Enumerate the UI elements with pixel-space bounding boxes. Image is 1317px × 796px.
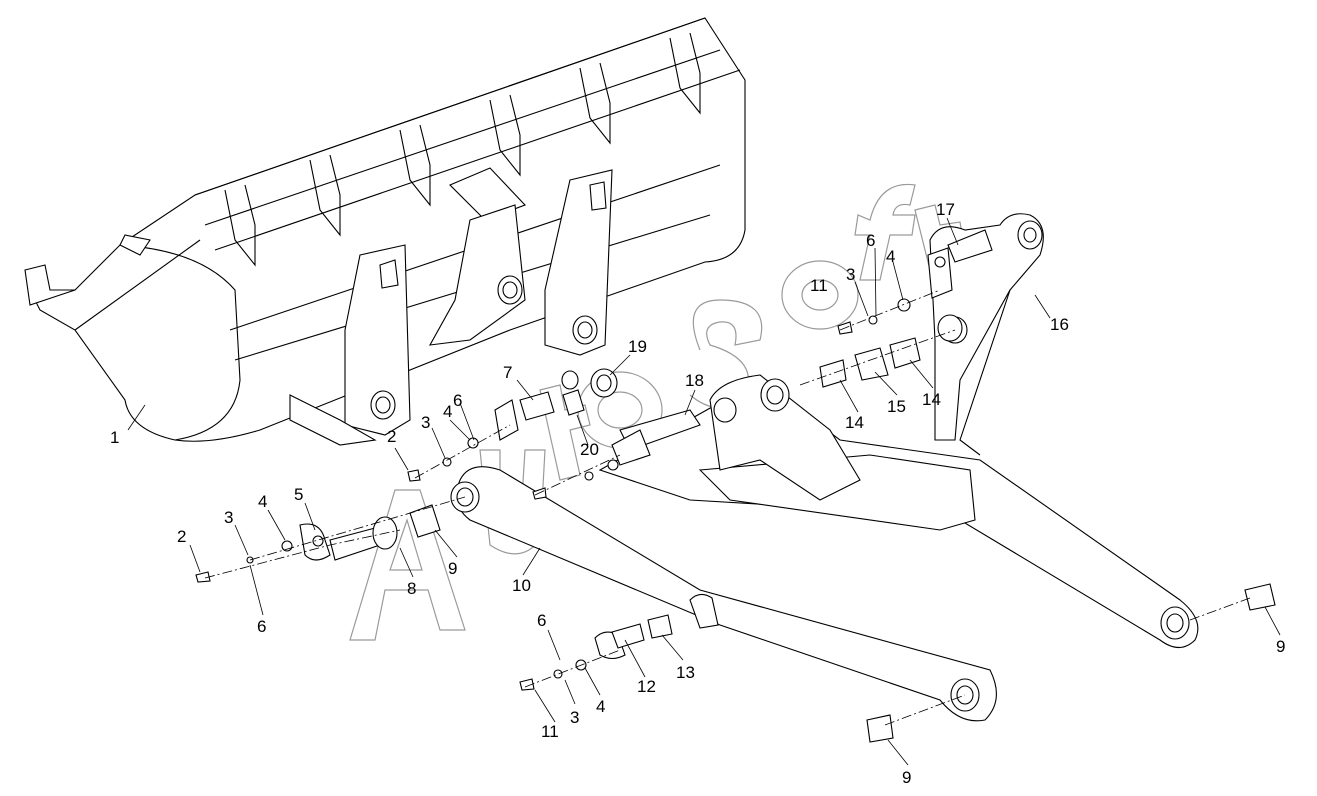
- callout-label: 6: [453, 391, 462, 410]
- callout-label: 5: [294, 485, 303, 504]
- callout-label: 12: [637, 677, 656, 696]
- callout-label: 19: [628, 337, 647, 356]
- callout-labels: 1 2 3 4 6 7 19 18 20 2 3 4 5 8 9 10 6 17…: [110, 200, 1285, 787]
- callout-label: 18: [685, 371, 704, 390]
- callout-label: 3: [570, 708, 579, 727]
- callout-label: 17: [936, 200, 955, 219]
- callout-label: 6: [537, 611, 546, 630]
- callout-label: 16: [1050, 315, 1069, 334]
- callout-label: 4: [443, 402, 452, 421]
- pins-and-hardware: [195, 229, 1276, 743]
- callout-label: 15: [887, 397, 906, 416]
- callout-label: 4: [886, 247, 895, 266]
- callout-label: 7: [503, 363, 512, 382]
- callout-label: 4: [596, 697, 605, 716]
- callout-label: 9: [448, 559, 457, 578]
- leader-lines: [127, 217, 1281, 766]
- callout-label: 2: [387, 427, 396, 446]
- callout-label: 3: [846, 265, 855, 284]
- callout-label: 9: [1276, 637, 1285, 656]
- callout-label: 13: [676, 663, 695, 682]
- callout-label: 1: [110, 428, 119, 447]
- callout-label: 14: [922, 390, 941, 409]
- callout-label: 3: [224, 508, 233, 527]
- callout-label: 20: [580, 440, 599, 459]
- callout-label: 8: [407, 579, 416, 598]
- callout-label: 3: [421, 413, 430, 432]
- lift-arm-frame: [450, 213, 1199, 722]
- callout-label: 11: [541, 722, 559, 741]
- callout-label: 10: [512, 576, 531, 595]
- callout-label: 2: [177, 527, 186, 546]
- callout-label: 6: [257, 617, 266, 636]
- callout-label: 11: [810, 276, 828, 295]
- callout-label: 4: [258, 492, 267, 511]
- callout-label: 14: [845, 413, 864, 432]
- bucket: [24, 17, 746, 446]
- callout-label: 9: [902, 768, 911, 787]
- callout-label: 6: [866, 231, 875, 250]
